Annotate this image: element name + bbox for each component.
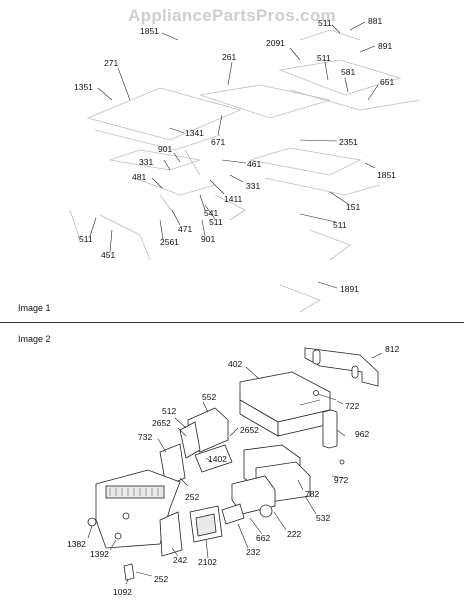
callout: 511 (79, 234, 93, 244)
callout: 511 (318, 18, 332, 28)
callout: 532 (316, 513, 330, 523)
callout: 2561 (160, 237, 179, 247)
callout: 511 (317, 53, 331, 63)
callout: 481 (132, 172, 146, 182)
image1-leaders (89, 21, 379, 289)
callout: 2351 (339, 137, 358, 147)
image1-drawing (69, 29, 421, 313)
callout: 252 (185, 492, 199, 502)
callout: 1341 (185, 128, 204, 138)
panel-divider (0, 322, 464, 323)
callout: 461 (247, 159, 261, 169)
callout: 901 (201, 234, 215, 244)
callout: 331 (139, 157, 153, 167)
callout: 271 (104, 58, 118, 68)
callout: 252 (154, 574, 168, 584)
callout: 1351 (74, 82, 93, 92)
callout: 1092 (113, 587, 132, 597)
callout: 722 (345, 401, 359, 411)
callout: 2091 (266, 38, 285, 48)
image2-drawing (87, 347, 379, 581)
callout: 511 (333, 220, 347, 230)
callout: 1411 (224, 194, 243, 204)
callout: 2102 (198, 557, 217, 567)
callout: 1891 (340, 284, 359, 294)
image1-callouts: 1851 511 881 2091 891 511 581 271 261 65… (74, 16, 396, 294)
callout: 512 (162, 406, 176, 416)
callout: 732 (138, 432, 152, 442)
callout: 662 (256, 533, 270, 543)
callout: 511 (209, 217, 223, 227)
callout: 402 (228, 359, 242, 369)
callout: 232 (246, 547, 260, 557)
callout: 962 (355, 429, 369, 439)
callout: 541 (204, 208, 218, 218)
image2-callouts: 812 402 722 552 512 2652 2652 732 962 14… (67, 344, 399, 597)
callout: 261 (222, 52, 236, 62)
callout: 151 (346, 202, 360, 212)
callout: 242 (173, 555, 187, 565)
image2-caption: Image 2 (18, 334, 51, 344)
callout: 2652 (240, 425, 259, 435)
callout: 552 (202, 392, 216, 402)
callout: 651 (380, 77, 394, 87)
callout: 1851 (377, 170, 396, 180)
callout: 891 (378, 41, 392, 51)
callout: 451 (101, 250, 115, 260)
callout: 881 (368, 16, 382, 26)
callout: 812 (385, 344, 399, 354)
callout: 331 (246, 181, 260, 191)
callout: 671 (211, 137, 225, 147)
callout: 972 (334, 475, 348, 485)
callout: 471 (178, 224, 192, 234)
callout: 1382 (67, 539, 86, 549)
callout: 581 (341, 67, 355, 77)
callout: 782 (305, 489, 319, 499)
callout: 222 (287, 529, 301, 539)
callout: 1851 (140, 26, 159, 36)
watermark: AppliancePartsPros.com (128, 6, 336, 25)
image2-leaders (87, 352, 383, 585)
image1-caption: Image 1 (18, 303, 51, 313)
callout: 901 (158, 144, 172, 154)
callout: 1392 (90, 549, 109, 559)
callout: 2652 (152, 418, 171, 428)
callout: 1402 (208, 454, 227, 464)
